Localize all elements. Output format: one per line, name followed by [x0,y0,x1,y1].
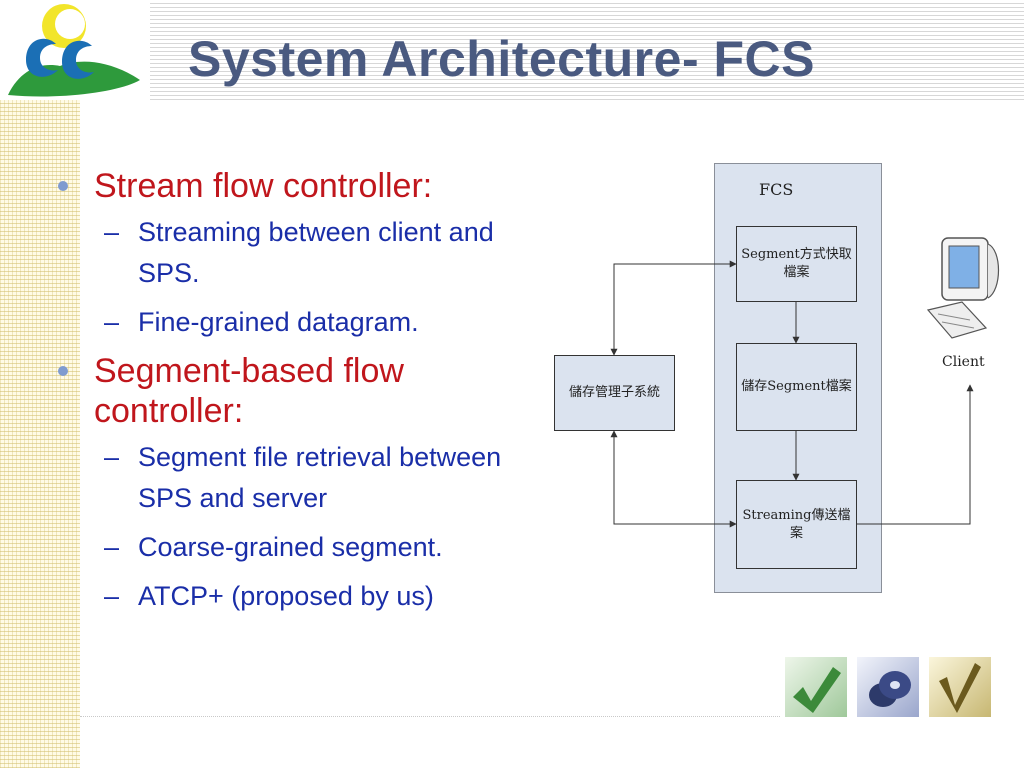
dash-icon: – [104,532,120,562]
slide-title: System Architecture- FCS [188,31,815,87]
fcs-label: FCS [759,180,794,199]
streaming-label: Streaming傳送檔案 [742,507,851,541]
green-check-icon [785,657,847,717]
top-decorative-stripe [150,0,1024,100]
client-label: Client [942,354,985,370]
architecture-diagram: FCS Segment方式快取檔案 儲存Segment檔案 Streaming傳… [550,160,1000,600]
bullet-dot-icon [58,181,68,191]
segment-retrieval-label: Segment方式快取檔案 [741,247,852,280]
sub-bullet-item: – Coarse-grained segment. [58,527,538,568]
store-segment-box: 儲存Segment檔案 [736,343,857,431]
sub-bullet-item: – Streaming between client and SPS. [58,212,538,294]
sub-bullet-text: Segment file retrieval between SPS and s… [138,442,502,513]
streaming-box: Streaming傳送檔案 [736,480,857,569]
client-computer-icon [926,237,999,339]
dash-icon: – [104,217,120,247]
gold-check-icon [929,657,991,717]
bullet-item: Stream flow controller: [58,166,538,206]
sub-bullet-text: Streaming between client and SPS. [138,217,494,288]
sub-bullet-item: – Segment file retrieval between SPS and… [58,437,538,519]
storage-subsystem-label: 儲存管理子系統 [568,385,660,400]
disc-icon [857,657,919,717]
store-segment-label: 儲存Segment檔案 [741,379,852,394]
dash-icon: – [104,307,120,337]
dash-icon: – [104,442,120,472]
segment-retrieval-box: Segment方式快取檔案 [736,226,857,302]
sub-bullet-item: – ATCP+ (proposed by us) [58,576,538,617]
bullet-dot-icon [58,366,68,376]
sub-bullet-item: – Fine-grained datagram. [58,302,538,343]
organization-logo [8,4,140,97]
bullet-text: Segment-based flow controller: [94,352,404,430]
bullet-text: Stream flow controller: [94,167,433,205]
sub-bullet-text: Fine-grained datagram. [138,307,419,337]
sub-bullet-text: Coarse-grained segment. [138,532,443,562]
bullet-list: Stream flow controller: – Streaming betw… [58,166,538,617]
left-decorative-stripe [0,100,80,768]
connector-lines [610,237,999,528]
dash-icon: – [104,581,120,611]
bullet-item: Segment-based flow controller: [58,351,538,431]
bottom-divider [80,716,780,717]
sub-bullet-text: ATCP+ (proposed by us) [138,581,434,611]
